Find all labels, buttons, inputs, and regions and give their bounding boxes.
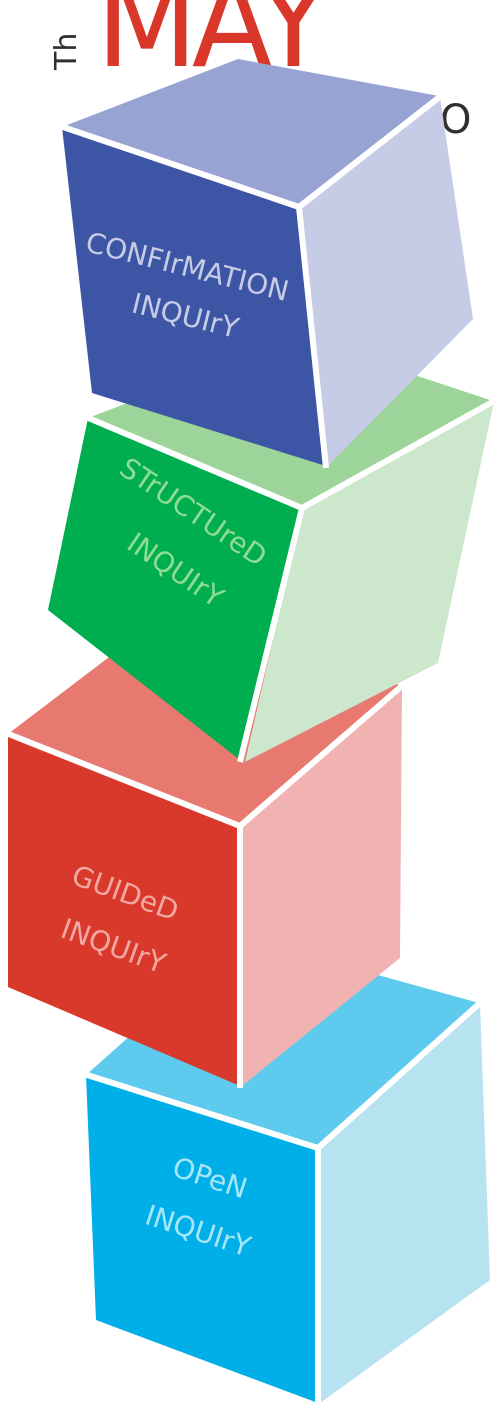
cube-guided-front-face xyxy=(8,734,240,1086)
cube-confirmation-front-face xyxy=(62,127,326,466)
cube-open-front-face xyxy=(86,1075,318,1403)
cube-confirmation-side-face xyxy=(300,97,473,466)
cube-confirmation: CONFIrMATION INQUIrY xyxy=(59,59,473,469)
cube-structured-side-face xyxy=(245,402,494,762)
cube-structured-front-face xyxy=(48,418,302,760)
cube-open-side-face xyxy=(320,1004,490,1403)
cube-guided-side-face xyxy=(241,687,402,1086)
